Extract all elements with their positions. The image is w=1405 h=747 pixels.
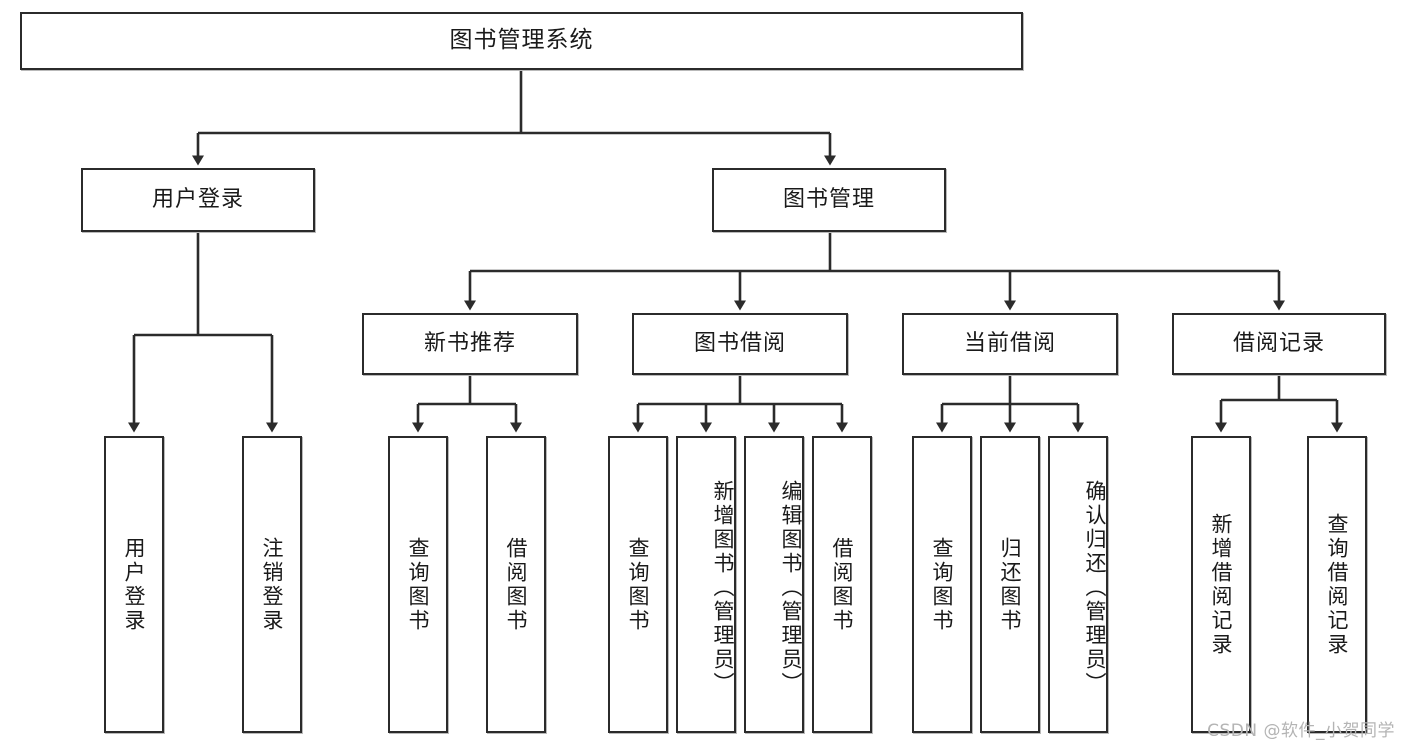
node-current-borrow-label: 当前借阅 (963, 330, 1056, 356)
leaf-logout[interactable]: 注销登录 (242, 436, 302, 733)
leaf-query-book-2-label: 查询图书 (626, 536, 651, 633)
node-book-borrow-label: 图书借阅 (693, 330, 786, 356)
node-borrow-record-label: 借阅记录 (1232, 330, 1325, 356)
leaf-borrow-book-2[interactable]: 借阅图书 (812, 436, 872, 733)
leaf-add-record-label: 新增借阅记录 (1209, 512, 1234, 657)
leaf-borrow-book-2-label: 借阅图书 (830, 536, 855, 633)
leaf-borrow-book-1-label: 借阅图书 (504, 536, 529, 633)
leaf-logout-label: 注销登录 (260, 536, 285, 633)
leaf-add-book-label: 新增图书（管理员） (711, 479, 735, 696)
leaf-query-book-1[interactable]: 查询图书 (388, 436, 448, 733)
node-borrow-record[interactable]: 借阅记录 (1172, 313, 1386, 375)
node-root[interactable]: 图书管理系统 (20, 12, 1023, 70)
leaf-borrow-book-1[interactable]: 借阅图书 (486, 436, 546, 733)
leaf-add-book[interactable]: 新增图书（管理员） (676, 436, 736, 733)
leaf-return-book-label: 归还图书 (998, 536, 1023, 633)
node-book-borrow[interactable]: 图书借阅 (632, 313, 848, 375)
node-book-manage[interactable]: 图书管理 (712, 168, 946, 232)
leaf-query-record[interactable]: 查询借阅记录 (1307, 436, 1367, 733)
leaf-query-book-2[interactable]: 查询图书 (608, 436, 668, 733)
node-user-login[interactable]: 用户登录 (81, 168, 315, 232)
leaf-edit-book-label: 编辑图书（管理员） (779, 479, 803, 696)
node-book-manage-label: 图书管理 (782, 186, 875, 212)
leaf-edit-book[interactable]: 编辑图书（管理员） (744, 436, 804, 733)
leaf-query-book-3-label: 查询图书 (930, 536, 955, 633)
leaf-add-record[interactable]: 新增借阅记录 (1191, 436, 1251, 733)
leaf-confirm-return-label: 确认归还（管理员） (1083, 479, 1107, 696)
node-current-borrow[interactable]: 当前借阅 (902, 313, 1118, 375)
leaf-query-book-3[interactable]: 查询图书 (912, 436, 972, 733)
leaf-user-login[interactable]: 用户登录 (104, 436, 164, 733)
leaf-user-login-label: 用户登录 (122, 536, 147, 633)
node-new-book-rec-label: 新书推荐 (423, 330, 516, 356)
node-root-label: 图书管理系统 (449, 27, 594, 54)
csdn-watermark: CSDN @软件_小贺同学 (1207, 721, 1395, 741)
node-new-book-rec[interactable]: 新书推荐 (362, 313, 578, 375)
leaf-confirm-return[interactable]: 确认归还（管理员） (1048, 436, 1108, 733)
leaf-query-book-1-label: 查询图书 (406, 536, 431, 633)
leaf-query-record-label: 查询借阅记录 (1325, 512, 1350, 657)
leaf-return-book[interactable]: 归还图书 (980, 436, 1040, 733)
node-user-login-label: 用户登录 (151, 186, 244, 212)
